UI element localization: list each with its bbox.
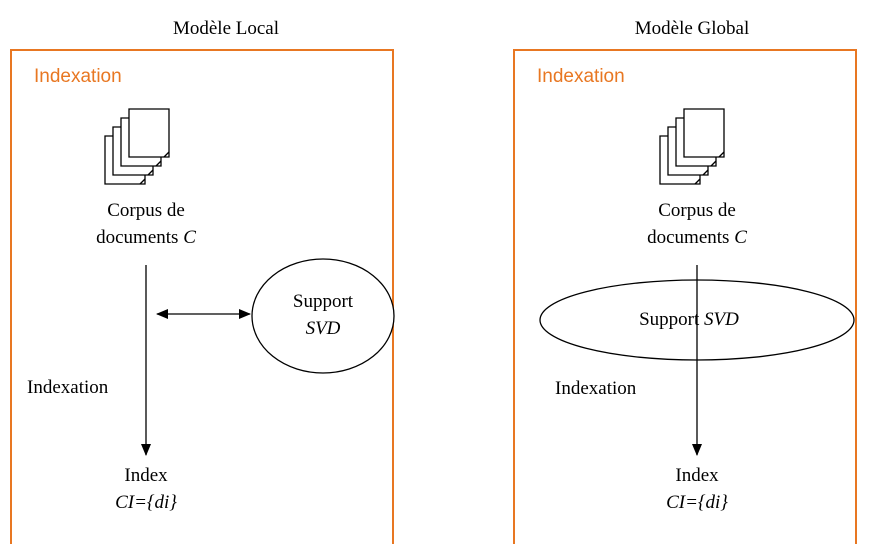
local-index-label: Index CI={di} — [115, 462, 177, 516]
global-support-label: Support SVD — [639, 306, 739, 333]
local-corpus-label: Corpus de documents C — [96, 197, 196, 251]
local-support-ellipse — [251, 258, 395, 374]
global-corpus-label: Corpus de documents C — [647, 197, 747, 251]
local-section-label: Indexation — [34, 66, 122, 87]
local-corpus-line1: Corpus de — [107, 200, 185, 221]
local-edge-label: Indexation — [27, 374, 109, 401]
local-index-formula: CI={di} — [115, 492, 177, 513]
global-corpus-line1: Corpus de — [658, 200, 736, 221]
local-support-label: Support SVD — [293, 288, 353, 342]
global-support-text: Support — [639, 309, 700, 330]
local-corpus-var: C — [183, 227, 196, 248]
global-section-label: Indexation — [537, 66, 625, 87]
global-support-var: SVD — [704, 309, 739, 330]
global-index-formula: CI={di} — [666, 492, 728, 513]
local-documents-icon — [104, 108, 170, 185]
global-index-text: Index — [675, 465, 719, 486]
local-support-text: Support — [292, 291, 354, 312]
global-documents-icon — [659, 108, 725, 185]
global-support-ellipse — [539, 279, 855, 361]
global-corpus-var: C — [734, 227, 747, 248]
local-panel-frame — [10, 49, 394, 544]
global-index-label: Index CI={di} — [666, 462, 728, 516]
global-model-title: Modèle Global — [634, 18, 750, 39]
global-edge-label: Indexation — [555, 378, 637, 399]
local-model-title: Modèle Local — [172, 18, 280, 39]
local-support-var: SVD — [305, 318, 341, 339]
global-panel-frame — [513, 49, 857, 544]
global-corpus-line2: documents C — [647, 227, 747, 248]
local-corpus-line2: documents C — [96, 227, 196, 248]
local-index-text: Index — [124, 465, 168, 486]
